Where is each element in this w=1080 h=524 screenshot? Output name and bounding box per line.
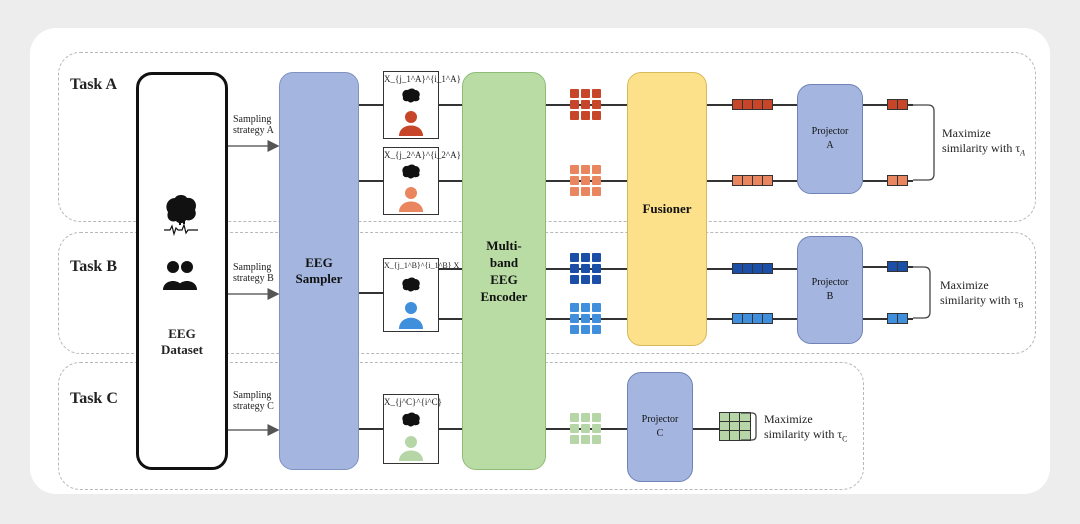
sample-title-a2: X_{j_2^A}^{i_2^A} — [384, 150, 461, 160]
feature-grid-a2 — [570, 165, 601, 196]
objective-b-line-1: Maximize — [940, 278, 989, 292]
brain-icon — [402, 277, 420, 292]
person-icon — [399, 111, 423, 136]
objective-b: Maximize similarity with τB — [940, 278, 1024, 312]
conn-sampler-b — [359, 292, 383, 294]
projector-a-line-1: Projector — [811, 126, 849, 137]
projector-a-block: Projector A — [797, 84, 863, 194]
dataset-line-1: EEG — [168, 326, 196, 341]
task-b-box — [58, 232, 1036, 354]
task-c-label: Task C — [70, 390, 118, 407]
objective-b-text: similarity with τ — [940, 293, 1019, 307]
objective-c-sub: C — [842, 434, 848, 444]
encoder-line-2: band — [489, 255, 519, 270]
objective-b-sub: B — [1018, 300, 1024, 310]
multiband-eeg-encoder-block: Multi- band EEG Encoder — [462, 72, 546, 470]
fused-vector-b1 — [732, 263, 773, 274]
sample-card-a1: X_{j_1^A}^{i_1^A} — [383, 71, 461, 139]
eeg-dataset-label: EEG Dataset — [136, 326, 228, 358]
feature-grid-a1 — [570, 89, 601, 120]
projector-b-line-1: Projector — [811, 277, 849, 288]
conn-sampler-c — [359, 428, 383, 430]
person-icon — [399, 436, 423, 461]
conn-a2-encoder — [437, 180, 462, 182]
eeg-dataset-block — [136, 72, 228, 470]
objective-a-sub: A — [1020, 148, 1026, 158]
projector-c-block: Projector C — [627, 372, 693, 482]
conn-sampler-a1 — [359, 104, 383, 106]
task-b-label: Task B — [70, 258, 117, 275]
fusioner-label: Fusioner — [642, 201, 692, 216]
brain-wave-icon — [164, 195, 198, 236]
people-icon — [163, 261, 197, 290]
fusioner-block: Fusioner — [627, 72, 707, 346]
sampling-strategy-b: Sampling strategy B — [233, 262, 274, 284]
sampler-line-2: Sampler — [295, 271, 343, 286]
proj-grid-c — [719, 412, 751, 441]
objective-b-line-2: similarity with τB — [940, 293, 1024, 312]
projector-c-line-2: C — [656, 428, 664, 439]
fused-vector-a1 — [732, 99, 773, 110]
brain-icon — [402, 412, 420, 427]
feature-grid-b2 — [570, 303, 601, 334]
sampler-line-1: EEG — [305, 255, 333, 270]
proj-vector-a1 — [887, 99, 908, 110]
feature-grid-b1 — [570, 253, 601, 284]
objective-c: Maximize similarity with τC — [764, 412, 848, 446]
objective-c-text: similarity with τ — [764, 427, 843, 441]
brain-icon — [402, 164, 420, 179]
eeg-sampler-block: EEG Sampler — [279, 72, 359, 470]
proj-vector-a2 — [887, 175, 908, 186]
objective-a-text: similarity with τ — [942, 141, 1021, 155]
sampling-strategy-a: Sampling strategy A — [233, 114, 274, 136]
task-a-label: Task A — [70, 76, 117, 93]
objective-a-line-1: Maximize — [942, 126, 991, 140]
conn-b1-encoder — [437, 268, 462, 270]
conn-c-encoder — [437, 428, 462, 430]
task-a-box — [58, 52, 1036, 222]
encoder-line-3: EEG — [490, 272, 518, 287]
proj-vector-b2 — [887, 313, 908, 324]
projector-a-line-2: A — [826, 140, 834, 151]
proj-vector-b1 — [887, 261, 908, 272]
objective-c-line-1: Maximize — [764, 412, 813, 426]
objective-a-line-2: similarity with τA — [942, 141, 1025, 160]
fused-vector-a2 — [732, 175, 773, 186]
sampling-strategy-c: Sampling strategy C — [233, 390, 274, 412]
conn-sampler-a2 — [359, 180, 383, 182]
encoder-line-4: Encoder — [480, 289, 528, 304]
projector-c-line-1: Projector — [641, 414, 679, 425]
objective-c-line-2: similarity with τC — [764, 427, 848, 446]
sample-card-c: X_{j^C}^{i^C} — [383, 394, 442, 464]
conn-projector-c-out — [693, 428, 719, 430]
sample-title-a1: X_{j_1^A}^{i_1^A} — [384, 74, 461, 84]
encoder-line-1: Multi- — [486, 238, 522, 253]
sample-card-a2: X_{j_2^A}^{i_2^A} — [383, 147, 461, 215]
sample-title-c: X_{j^C}^{i^C} — [384, 397, 442, 407]
conn-b2-encoder — [437, 318, 462, 320]
task-c-box — [58, 362, 864, 490]
conn-a1-encoder — [437, 104, 462, 106]
dataset-line-2: Dataset — [161, 342, 203, 357]
person-icon — [399, 187, 423, 212]
feature-grid-c — [570, 413, 601, 444]
brain-icon — [402, 88, 420, 103]
projector-b-line-2: B — [826, 291, 834, 302]
person-icon — [399, 302, 423, 329]
fused-vector-b2 — [732, 313, 773, 324]
projector-b-block: Projector B — [797, 236, 863, 344]
objective-a: Maximize similarity with τA — [942, 126, 1025, 160]
